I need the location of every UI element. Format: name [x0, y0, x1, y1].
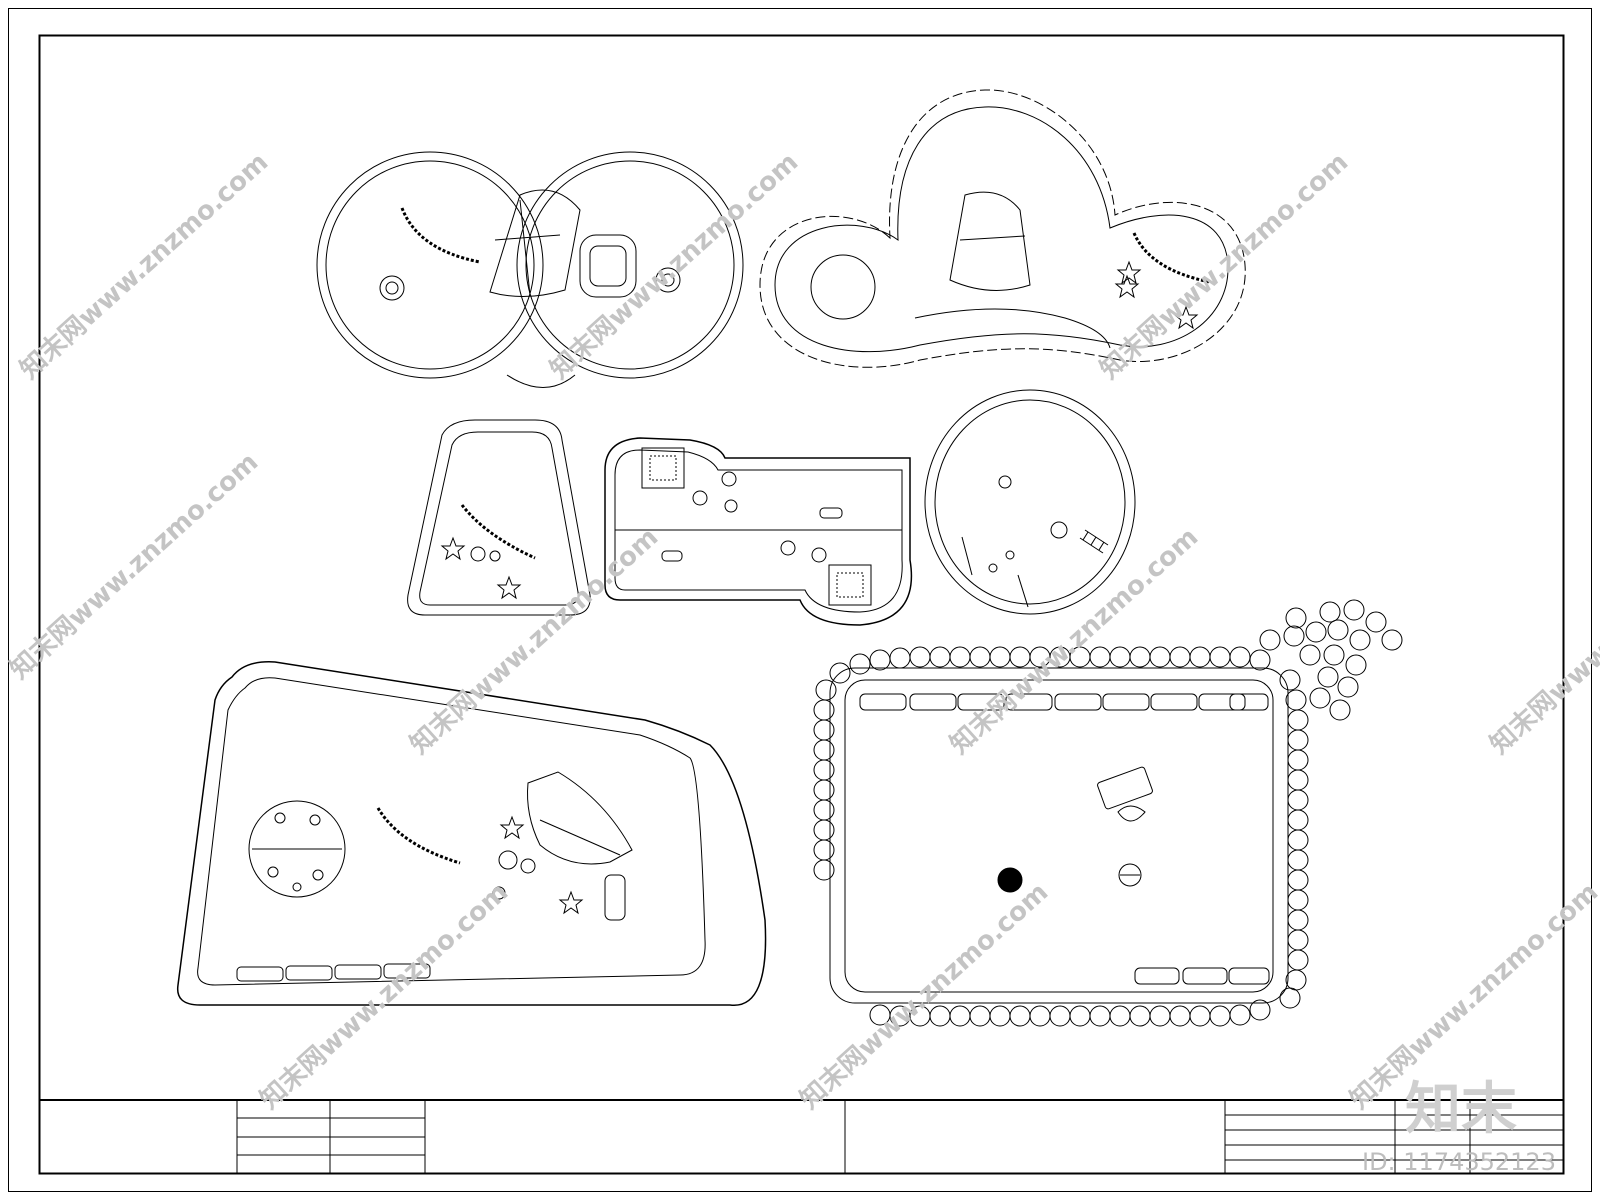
ladder-icon [1079, 529, 1109, 554]
bench-row [859, 693, 1270, 985]
watermark-text: 知末网www.znzmo.com [1095, 147, 1355, 385]
spinner-icon [998, 475, 1012, 489]
star-icon [1116, 260, 1142, 285]
plan-trapezoid [407, 419, 591, 616]
cargo-net-icon [641, 447, 685, 489]
star-icon [1114, 274, 1140, 299]
spring-rider-icon [819, 507, 843, 519]
plan-twin-circle [316, 151, 744, 388]
watermark-text: 知末网www.znzmo.com [545, 147, 805, 385]
pond-shape [810, 254, 876, 320]
sandbox-icon [579, 234, 637, 298]
plan-bone [604, 437, 913, 626]
plan-cloud [759, 89, 1246, 368]
sheet-inner-frame [38, 34, 1565, 1175]
bubble-border-bottom [869, 999, 1271, 1027]
watermark-text: 知末网www.znzmo.com [945, 522, 1205, 760]
watermark-text: 知末网www.znzmo.com [15, 147, 275, 385]
plan-oval [924, 389, 1136, 615]
cargo-net-icon [828, 564, 872, 606]
star-icon [1173, 305, 1199, 330]
umbrella-icon [527, 771, 633, 865]
watermark-text: 知末网www.znzmo.com [5, 447, 265, 685]
caterpillar-seat-icon [460, 504, 536, 560]
star-icon [499, 815, 525, 840]
bubble-border-top [829, 646, 1271, 684]
bench-row [236, 963, 431, 982]
star-icon [496, 575, 522, 600]
caterpillar-seat-icon [400, 207, 481, 264]
slide-icon [604, 874, 626, 921]
stump-icon [655, 267, 681, 293]
watermark-text: 知末网www.znzmo.com [1485, 522, 1600, 760]
plan-rectangle [813, 599, 1403, 1027]
bench-icon [1097, 766, 1153, 810]
caterpillar-seat-icon [376, 807, 461, 865]
watermark-text: 知末网www.znzmo.com [255, 877, 515, 1115]
watermark-layer: 知末网www.znzmo.com 知末网www.znzmo.com 知末网www… [5, 147, 1600, 1176]
star-icon [558, 890, 584, 915]
watermark-text: 知末网www.znzmo.com [795, 877, 1055, 1115]
ladybug-dome-icon [248, 800, 346, 898]
star-icon [440, 536, 466, 561]
ball-icon [1118, 863, 1142, 887]
bubble-border-left [813, 679, 837, 881]
watermark-id: ID: 1174352123 [1362, 1148, 1556, 1176]
umbrella-icon [949, 191, 1031, 291]
spring-rider-icon [661, 550, 683, 562]
watermark-logo: 知末 [1405, 1077, 1517, 1142]
umbrella-icon [489, 189, 581, 298]
title-block [40, 1099, 1564, 1174]
plan-quadrilateral [176, 661, 767, 1006]
bubble-border-right [1279, 669, 1309, 1009]
caterpillar-seat-icon [1132, 232, 1211, 284]
stump-icon [379, 275, 405, 301]
sheet-outer-border [8, 8, 1592, 1192]
bubble-cluster [1259, 599, 1403, 721]
tyre-icon [997, 867, 1023, 893]
